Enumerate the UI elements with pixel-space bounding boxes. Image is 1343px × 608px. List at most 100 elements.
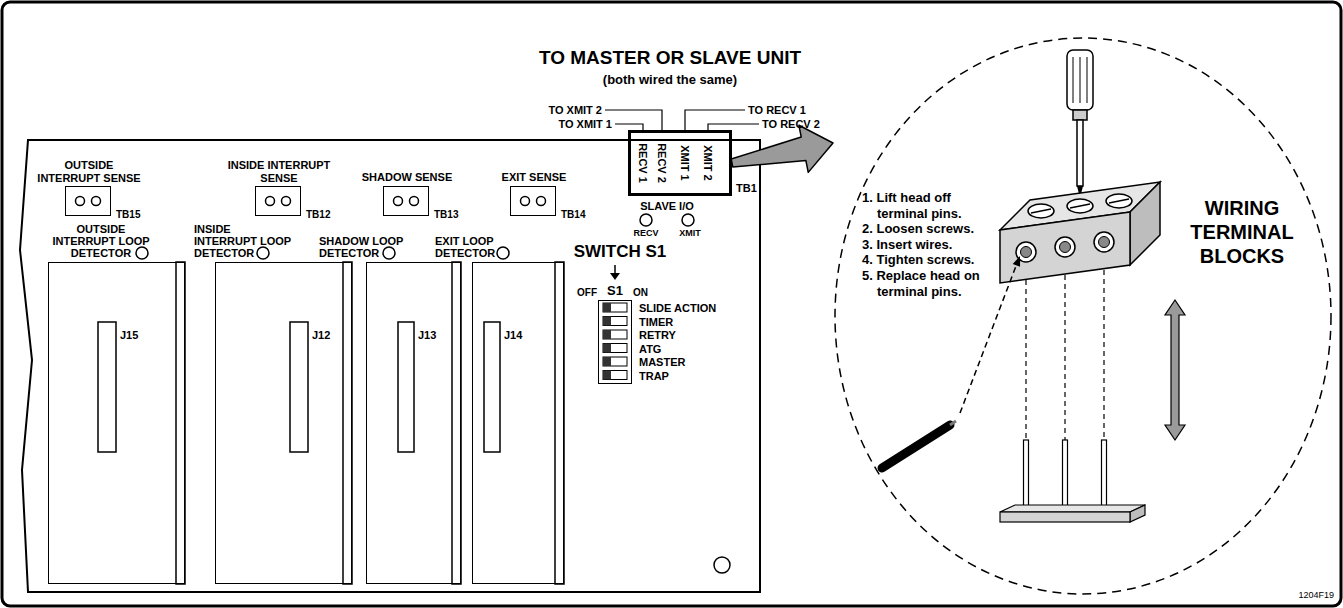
wire-hole-inner [1099,237,1110,248]
terminal-label: SHADOW SENSE [362,171,452,184]
terminal-block-side [1130,182,1160,265]
dip-slider [603,357,611,366]
terminal-screw [1106,194,1132,208]
pin-name: XMIT 2 [702,145,715,180]
insert-path [960,266,1016,413]
led [136,247,148,259]
card-connector [398,322,414,452]
dip-slider [603,330,611,339]
led [383,247,395,259]
wire [882,425,950,468]
figure-number: 1204F19 [1298,590,1334,600]
pin-name: RECV 1 [637,143,650,183]
terminal-pin [410,197,419,206]
step-text: 5. Replace head on terminal pins. [862,268,992,299]
wire-hole-inner [1060,242,1071,253]
step-text: 3. Insert wires. [862,237,992,253]
pin-guide [1103,270,1104,440]
led-label: XMIT [679,228,701,238]
step-text: 2. Loosen screws. [862,221,992,237]
header-base-side [1130,505,1145,522]
switch-option: RETRY [639,329,676,342]
wire-label: TO RECV 1 [748,104,806,117]
block-id: TB1 [736,182,757,195]
connector-id: J13 [418,329,436,342]
pin-name: RECV 2 [656,143,669,183]
dip-toggle [603,317,627,326]
loop-detector-card: OUTSIDE INTERRUPT LOOP DETECTORJ15 [48,262,185,584]
detector-label: SHADOW LOOP DETECTOR [319,235,409,259]
sense-terminal-block: EXIT SENSETB14 [510,186,556,216]
callout-arrow [731,125,833,172]
led [497,247,509,259]
step-list: 1. Lift head off terminal pins.2. Loosen… [862,190,992,299]
dip-slider [603,303,611,312]
screwdriver-shaft [1077,120,1083,186]
dip-switch: OFFS1ONSLIDE ACTIONTIMERRETRYATGMASTERTR… [598,300,632,384]
insert-arrow-head [1013,256,1020,267]
terminal-pin [394,197,403,206]
connector-id: J12 [312,329,330,342]
screw-slot [1031,209,1051,213]
connector-id: J15 [120,329,138,342]
switch-state: ON [633,287,648,299]
handle-ridge [1080,57,1081,103]
dip-toggle [603,330,627,339]
card-connector [98,322,116,452]
subheading: (both wired the same) [603,73,737,88]
block-id: TB15 [116,209,140,221]
dip-slider [603,371,611,380]
header-base [1000,512,1130,522]
dashed-callout-circle [835,38,1331,594]
step-text: 4. Tighten screws. [862,252,992,268]
terminal-label: OUTSIDE INTERRUPT SENSE [34,159,145,184]
mounting-hole [714,557,730,573]
leader-line [685,110,745,130]
circuit-board [20,140,760,592]
screwdriver-ferrule [1073,110,1087,120]
wire-strand [950,421,956,425]
terminal-pin [282,197,291,206]
wire-hole-inner [1021,247,1032,258]
loop-detector-card: EXIT LOOP DETECTORJ14 [472,262,564,584]
terminal-pin [92,197,101,206]
leader-line [605,110,662,130]
card-connector [290,322,308,452]
led [257,247,269,259]
dip-slider [603,317,611,326]
card-edge [452,262,461,584]
terminal-pin [266,197,275,206]
terminal-screw [1028,204,1054,218]
pointer-arrow-head [610,273,620,280]
detector-label: INSIDE INTERRUPT LOOP DETECTOR [194,223,294,259]
dip-toggle [603,344,627,353]
switch-option: TIMER [639,315,673,328]
terminal-pin [521,197,530,206]
loop-detector-card: SHADOW LOOP DETECTORJ13 [366,262,461,584]
switch-id: S1 [607,284,623,299]
header-pin [1024,440,1029,510]
led-label: RECV [633,228,658,238]
pin-name: XMIT 1 [679,145,692,180]
wire-label: TO XMIT 1 [558,118,612,131]
terminal-pin [76,197,85,206]
screw-slot [1070,204,1090,208]
dip-toggle [603,371,627,380]
step-text: 1. Lift head off terminal pins. [862,190,992,221]
detector-label: EXIT LOOP DETECTOR [435,235,525,259]
header-pin [1102,440,1107,506]
led [682,214,694,226]
handle-ridge [1087,57,1088,103]
sense-terminal-block: INSIDE INTERRUPT SENSETB12 [255,186,301,216]
header-pin [1063,440,1068,506]
dashed-callout-outline [833,36,1333,596]
wire-hole [1055,237,1075,257]
terminal-block-front [1000,212,1130,283]
switch-option: ATG [639,342,661,355]
terminal-screw [1067,199,1093,213]
handle-ridge [1073,57,1074,103]
switch-option: MASTER [639,356,685,369]
terminal-pin [537,197,546,206]
